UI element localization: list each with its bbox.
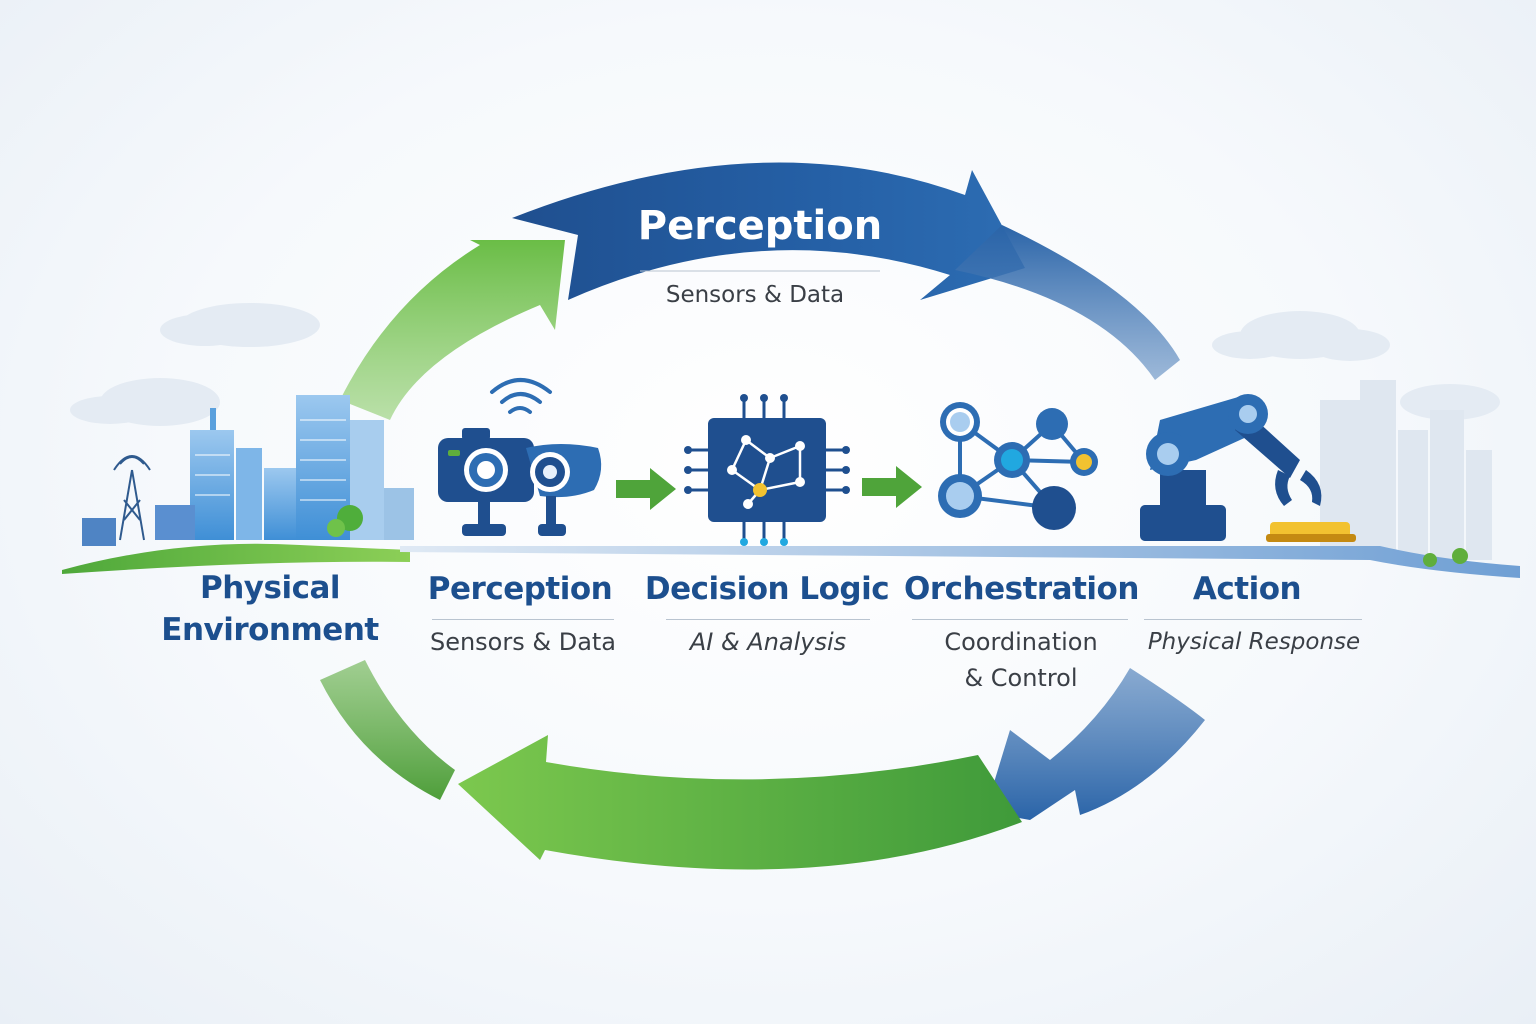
stage-baseline: [400, 546, 1520, 578]
top-arc-title: Perception: [637, 203, 883, 249]
camera-sensor-icon: [438, 378, 602, 536]
top-arc-subtitle: Sensors & Data: [665, 282, 845, 308]
flow-arrow-icon: [616, 466, 922, 510]
stage-orchestration-divider: [912, 619, 1128, 620]
stage-action-divider: [1144, 619, 1362, 620]
stage-decision-logic-divider: [666, 619, 870, 620]
processor-chip-icon: [684, 394, 850, 546]
stage-physical-environment-title: Physical Environment: [161, 570, 379, 648]
background-clouds: [70, 303, 1500, 426]
stage-orchestration-title: Orchestration: [904, 571, 1139, 607]
robot-arm-icon: [1140, 394, 1356, 542]
left-arc-arrow: [320, 240, 565, 800]
stage-perception-divider: [432, 619, 614, 620]
tree-icon: [1423, 548, 1468, 567]
stage-action-title: Action: [1192, 571, 1302, 607]
stage-orchestration-subtitle: Coordination & Control: [944, 628, 1098, 692]
stage-action-subtitle: Physical Response: [1147, 629, 1361, 655]
stage-perception-title: Perception: [427, 571, 613, 607]
city-skyline-icon: [62, 395, 414, 574]
stage-decision-logic-subtitle: AI & Analysis: [689, 628, 847, 656]
network-nodes-icon: [938, 402, 1098, 530]
top-arc-arrow: [512, 162, 1025, 300]
background-city-right: [1320, 380, 1492, 560]
stage-perception-subtitle: Sensors & Data: [429, 628, 617, 656]
bottom-arc-arrow: [458, 735, 1022, 870]
stage-decision-logic-title: Decision Logic: [644, 571, 890, 607]
